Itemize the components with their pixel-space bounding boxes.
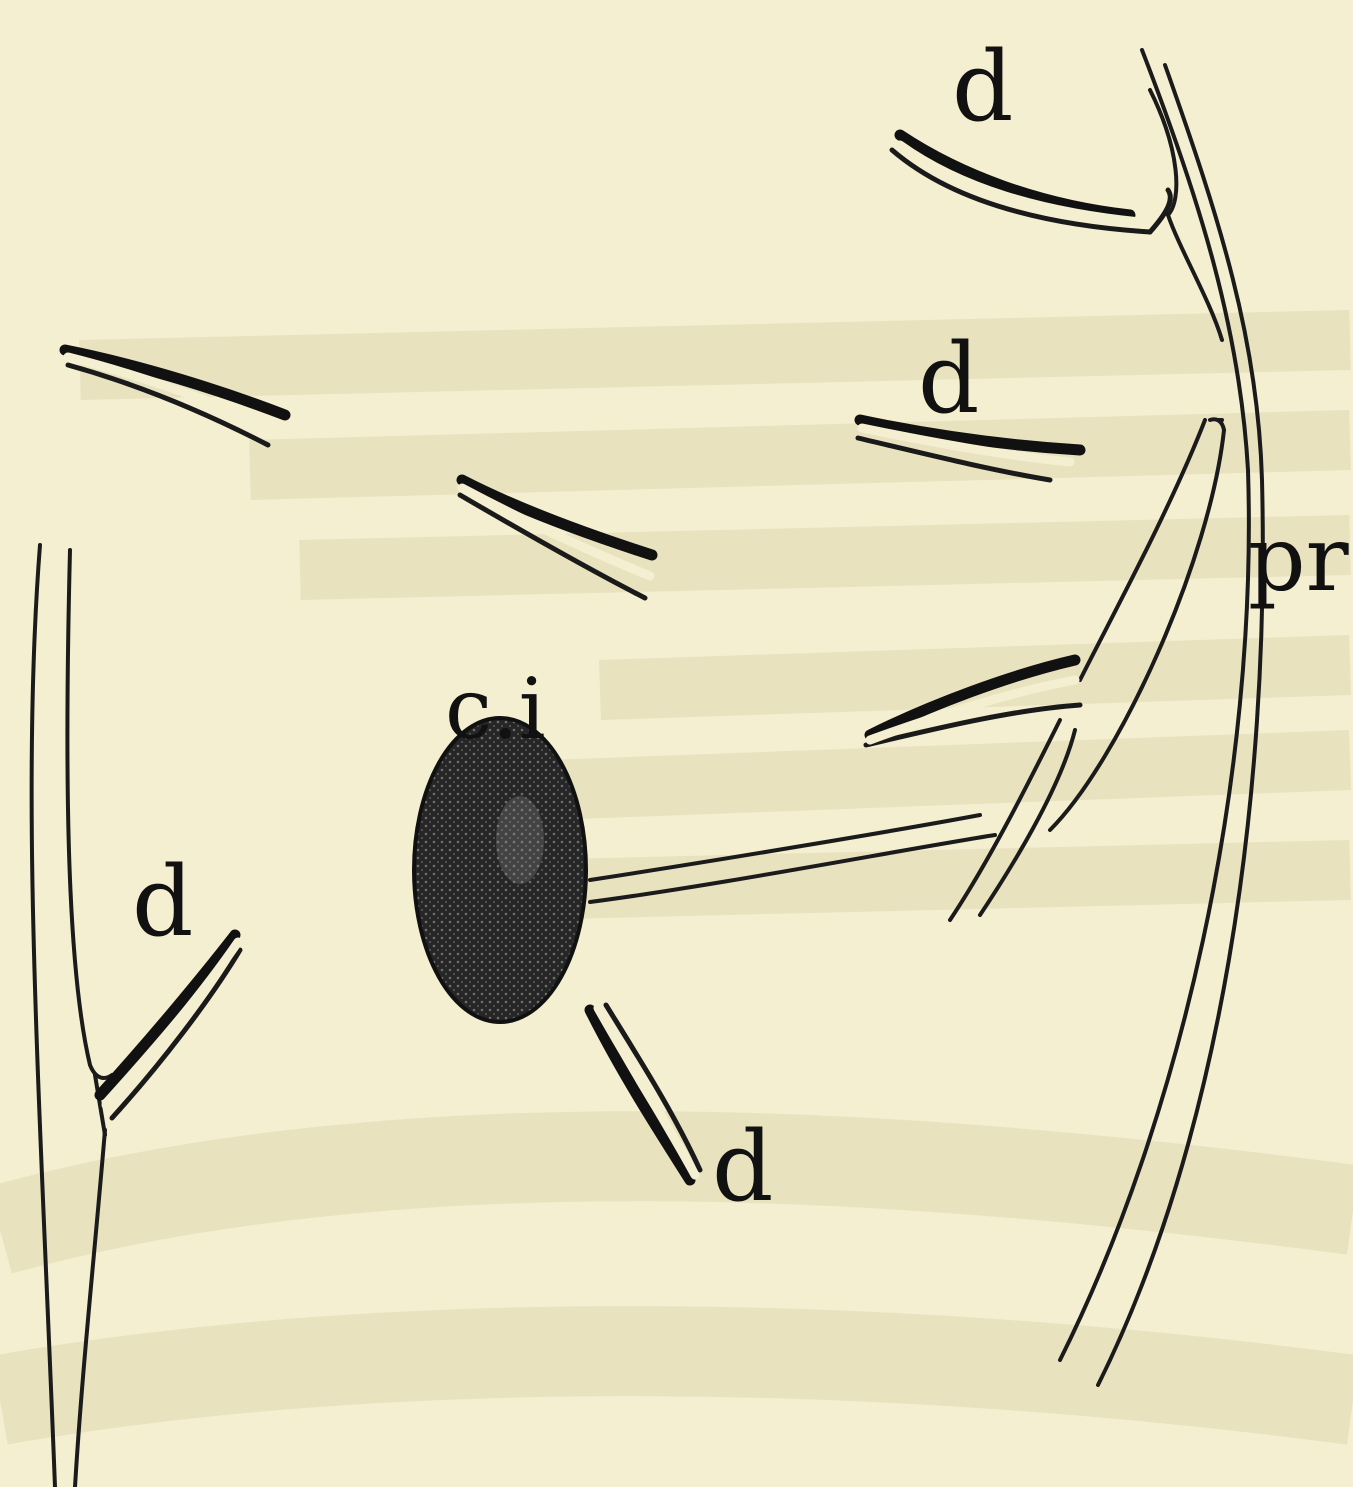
dendrite-left (100, 935, 240, 1118)
label-d-top: d (952, 31, 1013, 143)
interstitial-cell (414, 718, 586, 1022)
label-process: pr (1248, 507, 1350, 612)
dendrite-top (892, 135, 1170, 232)
label-d-bottom: d (712, 1111, 773, 1223)
label-d-upper-right: d (918, 323, 979, 435)
label-d-left: d (132, 846, 193, 958)
label-cell: c.i (445, 660, 546, 758)
background-showthrough (0, 340, 1353, 1400)
